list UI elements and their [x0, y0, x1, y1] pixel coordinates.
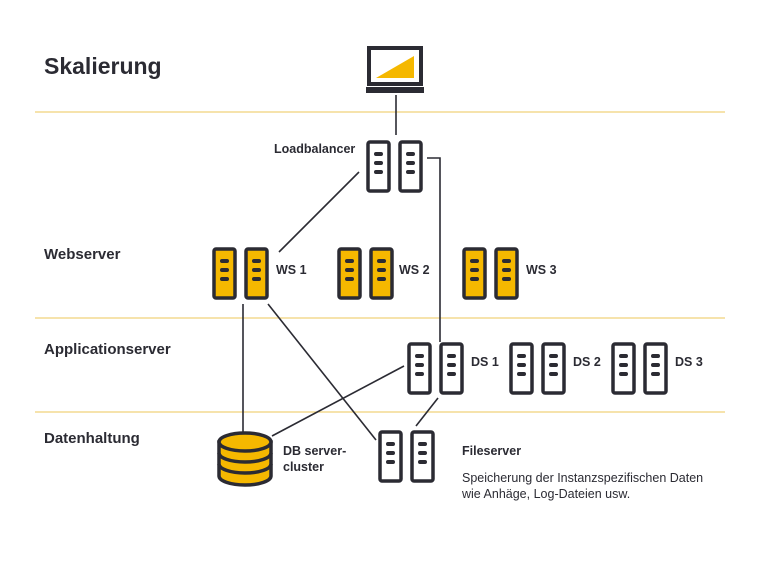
server-icon — [366, 140, 423, 193]
connection-ds1-fileserver — [415, 397, 439, 427]
fileserver-note-line2: wie Anhäge, Log-Dateien usw. — [461, 487, 630, 501]
loadbalancer: Loadbalancer — [274, 140, 423, 193]
ds3-label: DS 3 — [675, 355, 703, 369]
ws1-label: WS 1 — [276, 263, 307, 277]
db-label-line1: DB server- — [283, 444, 346, 458]
database-icon — [217, 431, 273, 487]
connection-ds1-db — [271, 365, 405, 437]
laptop-icon — [366, 46, 424, 93]
connection-loadbalancer-ws1 — [278, 171, 360, 253]
server-icon — [378, 430, 435, 483]
page-title: Skalierung — [44, 53, 162, 79]
section-label-applicationserver: Applicationserver — [44, 341, 171, 358]
database-cluster: DB server- cluster — [217, 431, 346, 487]
server-icon — [337, 247, 394, 300]
ws2-label: WS 2 — [399, 263, 430, 277]
appserver-ds2: DS 2 — [509, 342, 601, 395]
appserver-ds1: DS 1 — [407, 342, 499, 395]
db-label-line2: cluster — [283, 460, 324, 474]
fileserver-note-line1: Speicherung der Instanzspezifischen Date… — [462, 471, 703, 485]
connection-loadbalancer-ds1 — [427, 157, 441, 342]
section-label-datenhaltung: Datenhaltung — [44, 430, 140, 447]
connection-ws1-fileserver — [267, 303, 377, 441]
ds1-label: DS 1 — [471, 355, 499, 369]
fileserver-label: Fileserver — [462, 444, 521, 458]
server-icon — [407, 342, 464, 395]
ws3-label: WS 3 — [526, 263, 557, 277]
webserver-ws2: WS 2 — [337, 247, 430, 300]
section-label-webserver: Webserver — [44, 246, 121, 263]
server-icon — [611, 342, 668, 395]
loadbalancer-label: Loadbalancer — [274, 142, 355, 156]
tier-dividers — [35, 111, 725, 413]
fileserver: Fileserver Speicherung der Instanzspezif… — [378, 430, 703, 501]
connections — [242, 95, 441, 441]
webserver-ws1: WS 1 — [212, 247, 307, 300]
ds2-label: DS 2 — [573, 355, 601, 369]
appserver-ds3: DS 3 — [611, 342, 703, 395]
server-icon — [509, 342, 566, 395]
server-icon — [212, 247, 269, 300]
server-icon — [462, 247, 519, 300]
webserver-ws3: WS 3 — [462, 247, 557, 300]
